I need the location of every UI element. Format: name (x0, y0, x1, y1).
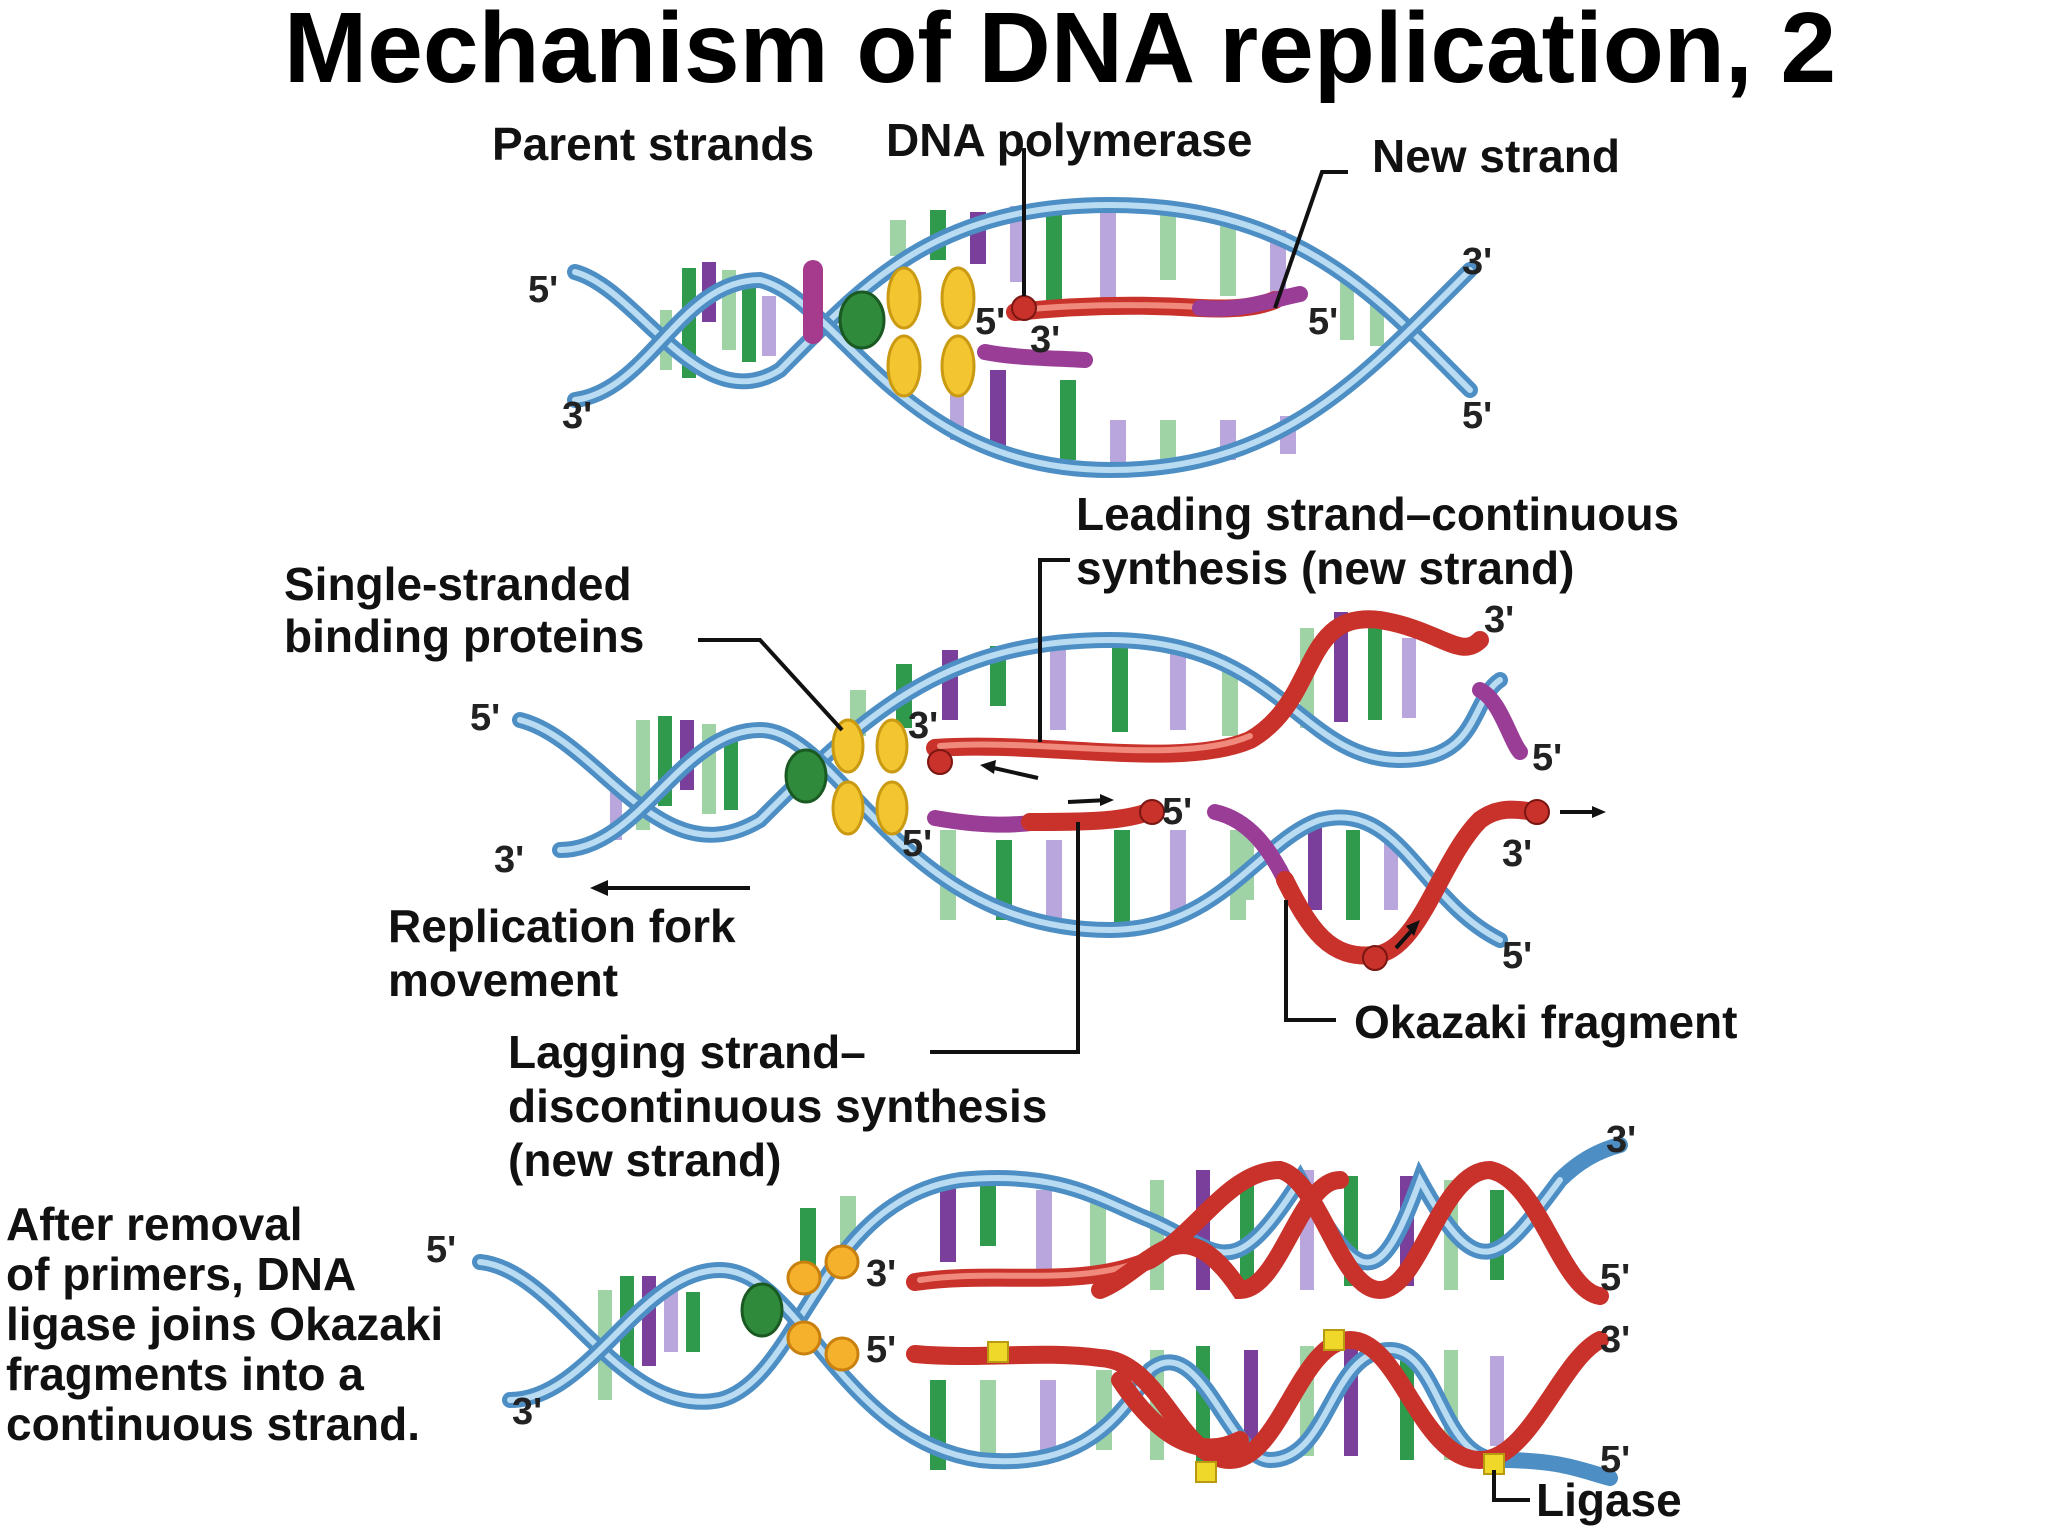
end-label: 3' (1030, 319, 1060, 361)
topoisomerase-bar (803, 260, 823, 344)
label-parent-strands: Parent strands (492, 118, 814, 170)
end-label: 5' (1600, 1439, 1630, 1481)
leader-okazaki (1284, 900, 1336, 1022)
end-label: 3' (1606, 1119, 1636, 1161)
dna-polymerase-icon (1011, 295, 1037, 321)
label-new-strand: New strand (1372, 130, 1620, 182)
helicase-icon (740, 1282, 784, 1338)
end-label: 5' (1532, 737, 1562, 779)
end-label: 3' (494, 839, 524, 881)
label-lagging-3: (new strand) (508, 1134, 781, 1186)
end-label: 5' (866, 1329, 896, 1371)
end-label: 3' (1600, 1319, 1630, 1361)
end-label: 5' (426, 1229, 456, 1271)
end-label: 5' (1462, 395, 1492, 437)
leader-ssb (698, 638, 844, 732)
caption-line: fragments into a (6, 1348, 364, 1400)
label-ssb-1: Single-stranded (284, 558, 632, 610)
end-label: 5' (528, 269, 558, 311)
caption-line: of primers, DNA (6, 1248, 356, 1300)
panel-1-replication-bubble: Parent strands DNA polymerase New strand… (492, 114, 1620, 479)
ssb-proteins-icon (831, 718, 909, 836)
label-leading-strand-2: synthesis (new strand) (1076, 542, 1574, 594)
new-strand-top-orange (1091, 1171, 1349, 1300)
label-ssb-2: binding proteins (284, 610, 644, 662)
ssb-proteins-icon (786, 1244, 860, 1372)
okazaki-primer (1207, 804, 1293, 888)
caption-line: continuous strand. (6, 1398, 420, 1450)
end-label: 3' (1462, 241, 1492, 283)
fork-movement-arrow (590, 880, 750, 896)
caption-line: ligase joins Okazaki (6, 1298, 443, 1350)
panel-3-ligase: After removal of primers, DNA ligase joi… (6, 1119, 1682, 1526)
label-fork-2: movement (388, 954, 618, 1006)
label-okazaki-fragment: Okazaki fragment (1354, 996, 1737, 1048)
okazaki-polymerase-icon (1362, 945, 1388, 971)
end-label: 5' (1600, 1257, 1630, 1299)
end-label: 5' (902, 823, 932, 865)
dna-polymerase-leading-icon (927, 749, 953, 775)
leader-leading-strand (1038, 558, 1070, 742)
end-label: 5' (975, 301, 1005, 343)
lagging-strand (1021, 803, 1157, 831)
leading-strand (926, 610, 1489, 763)
end-label: 3' (1502, 833, 1532, 875)
okazaki-end-polymerase-icon (1524, 799, 1550, 825)
label-leading-strand-1: Leading strand–continuous (1076, 488, 1679, 540)
end-label: 3' (908, 705, 938, 747)
label-dna-polymerase: DNA polymerase (886, 114, 1252, 166)
synthesis-arrows (980, 760, 1606, 950)
end-label: 3' (866, 1253, 896, 1295)
end-label: 5' (1502, 935, 1532, 977)
end-label: 5' (470, 697, 500, 739)
panel-2-leading-lagging: Leading strand–continuous synthesis (new… (284, 488, 1737, 1186)
label-lagging-1: Lagging strand– (508, 1026, 866, 1078)
label-ligase: Ligase (1536, 1474, 1682, 1526)
end-label: 3' (1484, 599, 1514, 641)
base-pairs-right (1240, 612, 1416, 920)
caption-line: After removal (6, 1198, 303, 1250)
leader-new-strand (1273, 170, 1348, 309)
primer-lagging (977, 344, 1093, 368)
end-label: 5' (1308, 301, 1338, 343)
end-label: 3' (512, 1391, 542, 1433)
ssb-proteins-icon (886, 266, 976, 398)
label-fork-1: Replication fork (388, 900, 736, 952)
base-pairs-left (598, 1276, 700, 1400)
helicase-icon (838, 290, 886, 350)
leading-primer (1472, 682, 1528, 760)
new-strand-bottom-orange (1111, 1371, 1249, 1457)
dna-polymerase-lagging-icon (1139, 799, 1165, 825)
label-lagging-2: discontinuous synthesis (508, 1080, 1047, 1132)
primer-segment (1192, 286, 1308, 317)
leader-lagging-strand (930, 822, 1080, 1054)
end-label-lagging-5prime: 5' (1162, 791, 1192, 833)
helicase-icon (784, 748, 828, 804)
end-label: 3' (562, 395, 592, 437)
leader-ligase (1492, 1470, 1530, 1502)
diagram-title: Mechanism of DNA replication, 2 (284, 0, 1836, 104)
